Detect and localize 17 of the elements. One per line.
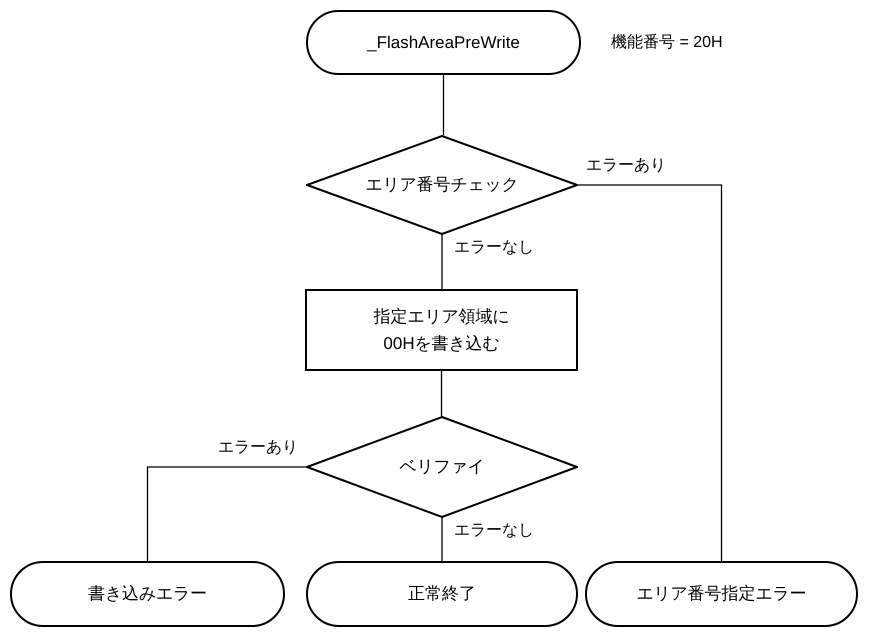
process-box [305,289,578,371]
node-label: エリア番号指定エラー [636,583,806,606]
connector-line [441,518,443,561]
decision-diamond [306,416,578,518]
node-label: ベリファイ [400,456,484,478]
node-label: _FlashAreaPreWrite [367,32,520,54]
connector-line [146,466,306,561]
node-label: エリア番号チェック [366,174,518,196]
node-label: 正常終了 [408,583,476,606]
node-label: 書き込みエラー [88,583,207,606]
function-number-note: 機能番号 = 20H [611,32,723,53]
node-label: 指定エリア領域に00Hを書き込む [372,306,510,355]
connector-line [440,371,442,416]
connector-line [441,235,443,289]
connector-line [442,75,444,135]
decision-diamond [306,135,578,235]
connector-line [578,184,722,561]
